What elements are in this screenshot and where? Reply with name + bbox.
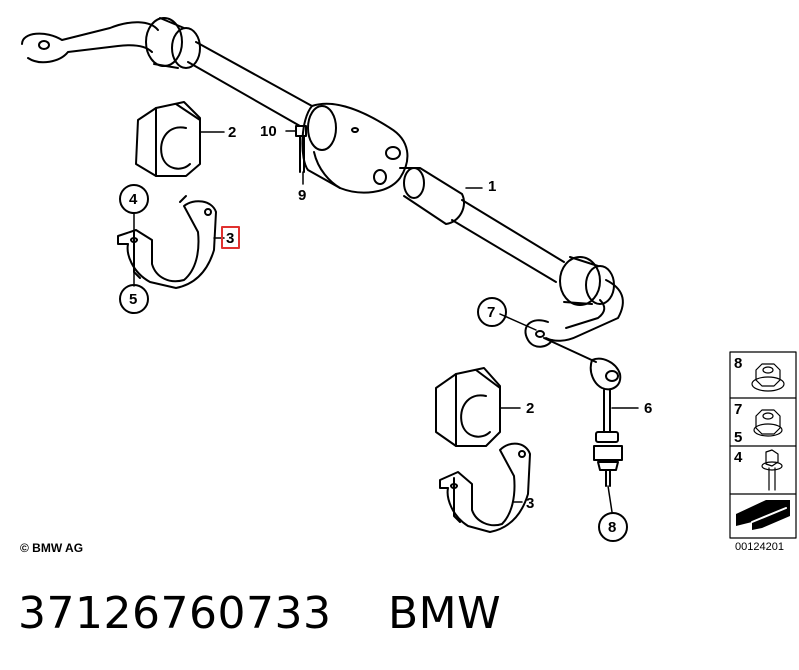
- part-caption: 37126760733 BMW: [18, 588, 501, 639]
- callout-8: 8: [608, 519, 616, 536]
- stabilizer-link: [543, 337, 623, 487]
- orientation-arrow-icon: [736, 500, 790, 530]
- legend-num-4: 4: [734, 449, 743, 466]
- legend-num-8: 8: [734, 355, 742, 372]
- callout-2-lower: 2: [526, 400, 534, 417]
- clamp-bracket-lower: [439, 442, 531, 533]
- part-number: 37126760733: [18, 588, 332, 639]
- rubber-mount-lower: [435, 367, 501, 447]
- copyright-notice: © BMW AG: [20, 541, 84, 555]
- legend-num-5: 5: [734, 429, 742, 446]
- callout-3-lower: 3: [526, 495, 534, 512]
- callout-9: 9: [298, 187, 306, 204]
- callout-5: 5: [129, 291, 137, 308]
- callout-2-upper: 2: [228, 124, 236, 141]
- stud-assembly: [295, 125, 307, 173]
- callout-4: 4: [129, 191, 138, 208]
- callout-3-upper: 3: [226, 230, 234, 247]
- callout-6: 6: [644, 400, 652, 417]
- part-highlight-box: [221, 226, 240, 249]
- hex-nut-flanged-icon: [751, 363, 785, 392]
- diagram-id: 00124201: [735, 541, 784, 553]
- legend-panel: [729, 351, 797, 539]
- callout-1: 1: [488, 178, 496, 195]
- callout-circle-5: [119, 284, 149, 314]
- brand-name: BMW: [387, 588, 502, 639]
- callout-circle-4: [119, 184, 149, 214]
- callout-circle-8: [598, 512, 628, 542]
- stabilizer-bar: [21, 17, 624, 348]
- clamp-bracket-upper: [117, 195, 217, 289]
- parts-diagram: 1 2 2 3 3 4 5 6 7 8 9 10 8 7 5 4: [21, 17, 797, 542]
- hex-bolt-icon: [761, 449, 783, 491]
- callout-circle-7: [477, 297, 507, 327]
- legend-num-7: 7: [734, 401, 742, 418]
- callout-10: 10: [260, 123, 277, 140]
- rubber-mount-upper: [135, 101, 201, 177]
- callout-7: 7: [487, 304, 495, 321]
- hex-nut-icon: [753, 409, 783, 437]
